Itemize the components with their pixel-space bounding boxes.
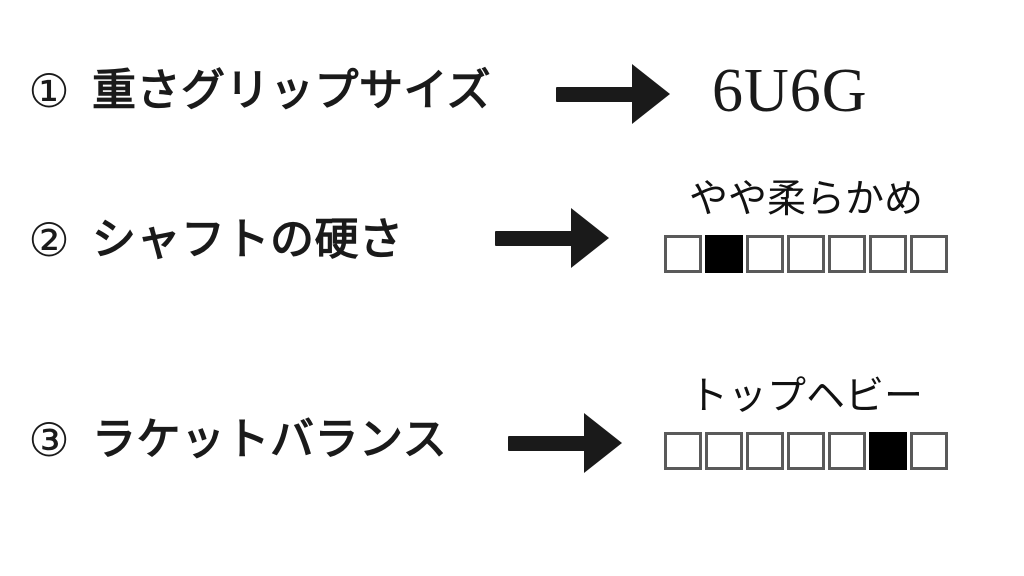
label-group-2: ② シャフトの硬さ (0, 212, 404, 267)
scale-cell-empty (787, 431, 825, 470)
scale-cell-empty (746, 234, 784, 273)
spec-row-racket-balance: ③ ラケットバランス トップヘビー (0, 374, 1024, 505)
scale-cell-empty (910, 431, 948, 470)
scale-cell-filled (869, 431, 907, 470)
scale-cell-empty (746, 431, 784, 470)
value-group-3: トップヘビー (664, 374, 948, 470)
spec-label-3: ラケットバランス (92, 413, 448, 465)
right-arrow-icon-2 (495, 208, 609, 268)
label-group-3: ③ ラケットバランス (0, 412, 448, 467)
scale-cell-empty (910, 234, 948, 273)
arrow-head-1 (632, 64, 670, 124)
arrow-shaft-3 (508, 435, 586, 451)
spec-label-2: シャフトの硬さ (92, 213, 404, 265)
arrow-head-3 (584, 413, 622, 473)
spec-label-1: 重さグリップサイズ (92, 64, 492, 116)
right-arrow-icon-3 (508, 413, 622, 473)
value-group-2: やや柔らかめ (664, 177, 948, 273)
spec-value-3: トップヘビー (688, 374, 923, 419)
scale-cell-filled (705, 234, 743, 273)
scale-cell-empty (664, 234, 702, 273)
arrow-shaft-1 (556, 86, 634, 102)
value-group-1: 6U6G (712, 60, 868, 122)
scale-cell-empty (869, 234, 907, 273)
scale-cell-empty (828, 431, 866, 470)
index-marker-3: ③ (28, 412, 70, 467)
scale-track-3 (664, 431, 948, 470)
spec-row-shaft-stiffness: ② シャフトの硬さ やや柔らかめ (0, 177, 1024, 300)
scale-cell-empty (705, 431, 743, 470)
scale-cell-empty (664, 431, 702, 470)
scale-cell-empty (787, 234, 825, 273)
arrow-shaft-2 (495, 230, 573, 246)
index-marker-1: ① (28, 63, 70, 118)
scale-cell-empty (828, 234, 866, 273)
scale-track-2 (664, 234, 948, 273)
index-marker-2: ② (28, 212, 70, 267)
spec-value-2: やや柔らかめ (688, 177, 923, 222)
spec-value-1: 6U6G (712, 57, 868, 125)
arrow-head-2 (571, 208, 609, 268)
right-arrow-icon-1 (556, 64, 670, 124)
label-group-1: ① 重さグリップサイズ (0, 63, 492, 118)
spec-row-weight-grip: ① 重さグリップサイズ 6U6G (0, 46, 1024, 136)
